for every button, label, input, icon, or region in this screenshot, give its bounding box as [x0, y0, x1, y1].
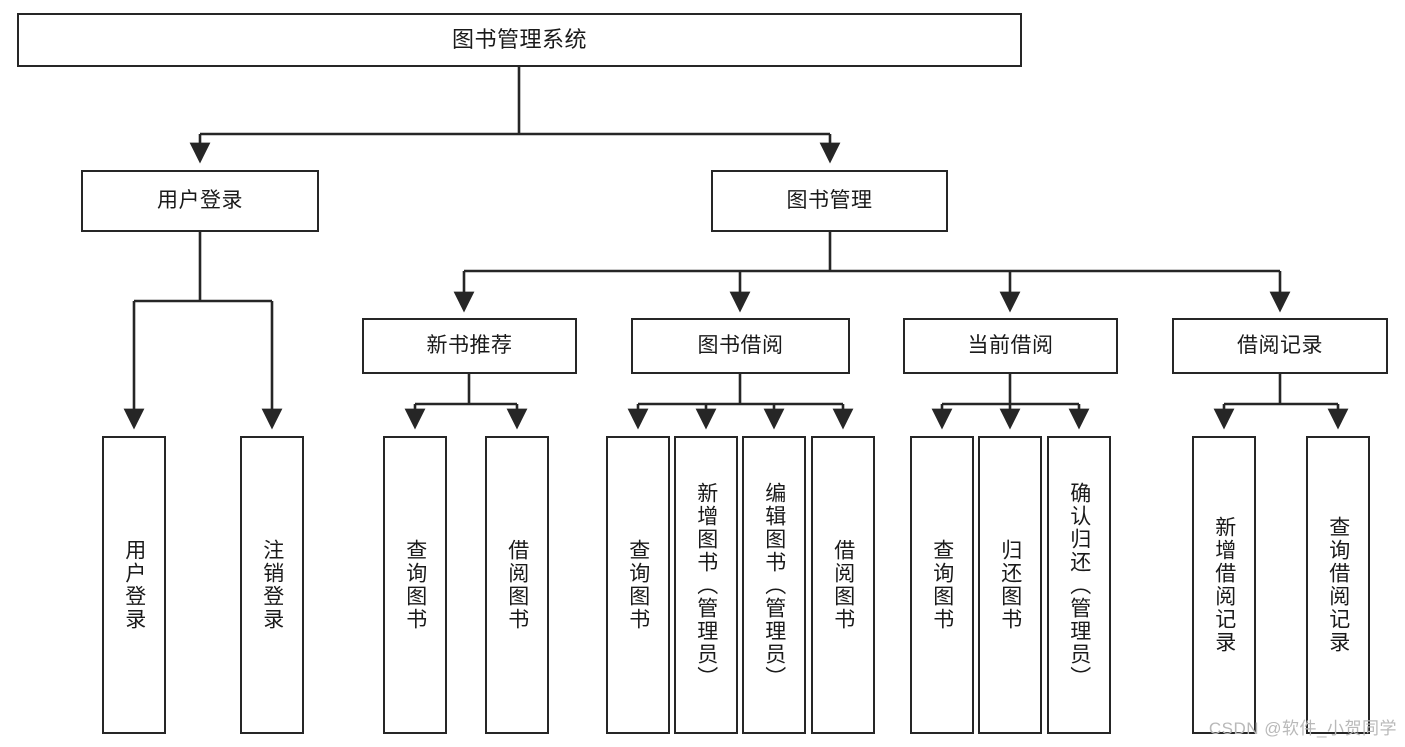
node-leaf-record-add-label: 新增借阅记录: [1212, 516, 1236, 654]
node-book-management[interactable]: 图书管理: [711, 170, 948, 232]
node-leaf-borrow-edit-label: 编辑图书（管理员）: [762, 481, 786, 689]
node-leaf-borrow-query-label: 查询图书: [626, 539, 650, 631]
node-book-borrow[interactable]: 图书借阅: [631, 318, 850, 374]
node-user-login-label: 用户登录: [157, 188, 243, 212]
node-root[interactable]: 图书管理系统: [17, 13, 1022, 67]
node-leaf-current-confirm-label: 确认归还（管理员）: [1067, 481, 1091, 689]
node-leaf-borrow-add-label: 新增图书（管理员）: [694, 481, 718, 689]
node-leaf-newbook-borrow[interactable]: 借阅图书: [485, 436, 549, 734]
node-book-borrow-label: 图书借阅: [697, 333, 784, 357]
node-leaf-user-logout[interactable]: 注销登录: [240, 436, 304, 734]
node-leaf-user-logout-label: 注销登录: [260, 539, 284, 631]
node-leaf-user-login[interactable]: 用户登录: [102, 436, 166, 734]
node-new-book-recommend-label: 新书推荐: [426, 333, 513, 357]
node-leaf-borrow-add[interactable]: 新增图书（管理员）: [674, 436, 738, 734]
node-leaf-current-return-label: 归还图书: [998, 539, 1022, 631]
node-leaf-borrow-query[interactable]: 查询图书: [606, 436, 670, 734]
node-leaf-record-add[interactable]: 新增借阅记录: [1192, 436, 1256, 734]
node-leaf-current-query[interactable]: 查询图书: [910, 436, 974, 734]
node-leaf-newbook-query-label: 查询图书: [403, 539, 427, 631]
node-current-borrow[interactable]: 当前借阅: [903, 318, 1118, 374]
node-current-borrow-label: 当前借阅: [967, 333, 1054, 357]
node-leaf-newbook-borrow-label: 借阅图书: [505, 539, 529, 631]
node-book-management-label: 图书管理: [786, 188, 873, 212]
node-leaf-current-query-label: 查询图书: [930, 539, 954, 631]
node-borrow-record[interactable]: 借阅记录: [1172, 318, 1388, 374]
node-leaf-current-confirm[interactable]: 确认归还（管理员）: [1047, 436, 1111, 734]
node-leaf-newbook-query[interactable]: 查询图书: [383, 436, 447, 734]
node-new-book-recommend[interactable]: 新书推荐: [362, 318, 577, 374]
watermark: CSDN @软件_小贺同学: [1208, 719, 1397, 738]
node-leaf-borrow-do-label: 借阅图书: [831, 539, 855, 631]
node-leaf-current-return[interactable]: 归还图书: [978, 436, 1042, 734]
node-leaf-borrow-edit[interactable]: 编辑图书（管理员）: [742, 436, 806, 734]
node-root-label: 图书管理系统: [451, 27, 587, 53]
node-user-login[interactable]: 用户登录: [81, 170, 319, 232]
node-leaf-borrow-do[interactable]: 借阅图书: [811, 436, 875, 734]
node-leaf-user-login-label: 用户登录: [122, 539, 146, 631]
node-leaf-record-query-label: 查询借阅记录: [1326, 516, 1350, 654]
node-leaf-record-query[interactable]: 查询借阅记录: [1306, 436, 1370, 734]
node-borrow-record-label: 借阅记录: [1237, 333, 1323, 357]
